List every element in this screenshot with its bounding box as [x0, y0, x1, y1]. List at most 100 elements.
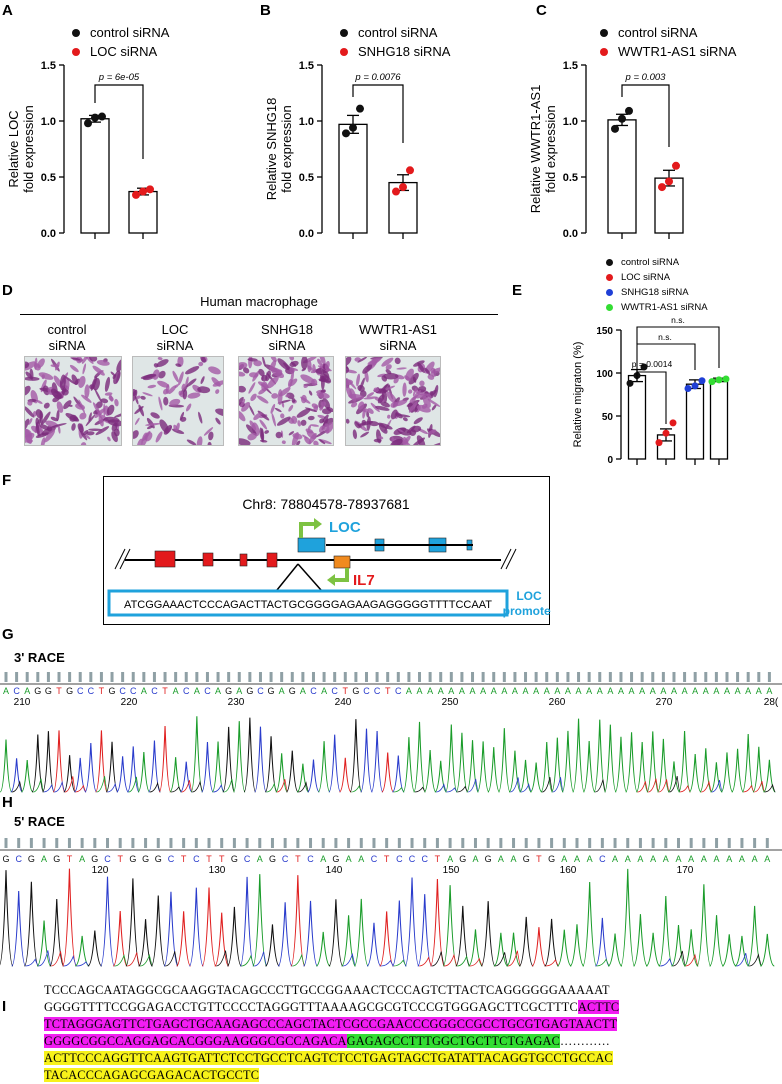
quality-bar	[407, 672, 411, 682]
stained-cell	[239, 385, 246, 393]
significance-bracket	[621, 84, 670, 147]
base-call: C	[119, 686, 126, 696]
trace-peak	[434, 760, 447, 793]
quality-bar	[232, 838, 236, 848]
base-call: C	[395, 686, 402, 696]
data-point	[698, 377, 706, 385]
position-label: 120	[92, 865, 109, 876]
trace-peak	[74, 757, 87, 793]
y-tick-label: 1.0	[299, 116, 314, 128]
trace-peak	[747, 905, 763, 967]
stained-cell	[249, 420, 257, 431]
base-call: A	[766, 686, 772, 696]
stained-cell	[367, 357, 381, 365]
seq-line-4: GGGGCGGCCAGGAGCACGGGAAGGGCGCCAGACAGAGAGC…	[44, 1033, 610, 1050]
trace-minor-peak	[292, 953, 306, 967]
trace-peak	[413, 721, 426, 793]
trace-peak	[392, 755, 405, 793]
base-call: T	[295, 854, 301, 864]
base-call: A	[650, 854, 656, 864]
il7-label: IL7	[353, 572, 375, 589]
data-point	[708, 378, 716, 386]
stained-cell	[25, 406, 35, 418]
stained-cell	[411, 437, 426, 445]
position-label: 130	[209, 865, 226, 876]
position-label: 240	[335, 697, 352, 708]
trace-peak	[671, 925, 686, 967]
quality-bar	[600, 838, 604, 848]
trace-peak	[476, 741, 490, 793]
legend-e-wwtr1: WWTR1-AS1 siRNA	[606, 302, 708, 313]
stained-cell	[33, 363, 41, 371]
data-point	[406, 166, 414, 175]
stained-cell	[25, 361, 30, 369]
trace-peak	[699, 748, 713, 793]
base-call: A	[320, 854, 326, 864]
quality-bar	[309, 838, 313, 848]
stained-cell	[79, 412, 87, 420]
stained-cell	[361, 419, 367, 426]
stained-cell	[375, 405, 390, 411]
stained-cell	[308, 390, 313, 396]
stained-cell	[370, 402, 380, 413]
stained-cell	[175, 422, 180, 431]
trace-peak	[296, 763, 309, 793]
stained-cell	[197, 386, 211, 394]
stained-cell	[408, 389, 413, 394]
base-call: G	[332, 854, 339, 864]
quality-bar	[638, 838, 642, 848]
il7-exon-5	[333, 555, 351, 569]
stained-cell	[313, 440, 319, 445]
trace-minor-peak	[507, 950, 521, 967]
trace-peak	[710, 762, 723, 793]
quality-bar	[301, 672, 305, 682]
base-call: G	[142, 854, 149, 864]
quality-bar	[258, 672, 262, 682]
stained-cell	[25, 418, 30, 432]
stained-cell	[300, 396, 311, 404]
stained-cell	[107, 419, 121, 427]
base-call: A	[764, 854, 770, 864]
stained-cell	[25, 385, 31, 396]
quality-bar	[640, 672, 644, 682]
stained-cell	[82, 430, 89, 436]
base-call: A	[321, 686, 327, 696]
stained-cell	[289, 367, 295, 374]
quality-bar	[269, 672, 273, 682]
stained-cell	[198, 361, 204, 367]
stained-cell	[385, 385, 396, 390]
stained-cell	[417, 362, 426, 373]
panel-letter-h: H	[2, 794, 13, 811]
stained-cell	[142, 430, 151, 442]
legend-e-snhg18: SNHG18 siRNA	[606, 287, 689, 298]
base-call: C	[77, 686, 84, 696]
quality-bar	[757, 672, 761, 682]
stained-cell	[346, 357, 352, 366]
panel-d-title: Human macrophage	[200, 294, 318, 309]
trace-peak	[10, 758, 23, 793]
quality-bar	[142, 672, 146, 682]
stained-cell	[142, 392, 153, 397]
bar	[338, 123, 368, 234]
stained-cell	[270, 403, 276, 414]
stained-cell	[316, 392, 330, 399]
stained-cell	[402, 382, 407, 397]
stained-cell	[185, 376, 189, 388]
trace-peak	[741, 734, 755, 793]
trace-peak	[11, 890, 27, 967]
quality-bar	[25, 672, 29, 682]
quality-bar	[322, 672, 326, 682]
stained-cell	[182, 389, 188, 400]
stained-cell	[185, 403, 192, 412]
stained-cell	[84, 433, 91, 440]
stained-cell	[35, 409, 44, 419]
stained-cell	[80, 442, 87, 445]
stained-cell	[381, 357, 394, 367]
quality-bar	[207, 838, 211, 848]
stained-cell	[296, 408, 311, 418]
stained-cell	[428, 389, 437, 397]
gene-diagram: Chr8: 78804578-78937681 LOC IL7 ATCGGAAA…	[103, 476, 551, 625]
y-axis-label: Relative migraton (%)	[572, 342, 584, 448]
micrograph-loc	[132, 356, 224, 446]
